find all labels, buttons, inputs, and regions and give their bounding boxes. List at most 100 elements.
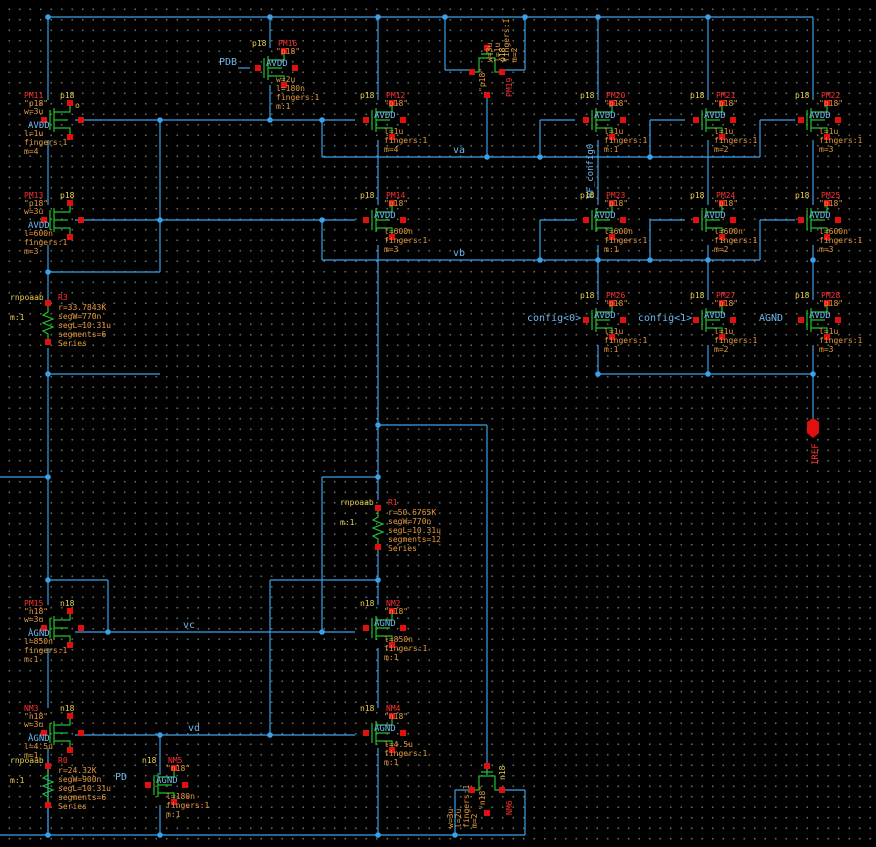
device-sub: p18 xyxy=(580,291,595,300)
resistor-param: segments=6 xyxy=(58,330,106,339)
net-label-vc: vc xyxy=(183,620,195,631)
device-model: "p18" xyxy=(24,199,48,208)
resistor-param: Series xyxy=(388,544,417,553)
device-sub: n18 xyxy=(60,599,75,608)
device-param: w=3u xyxy=(24,207,43,216)
device-param: fingers:1 xyxy=(714,136,758,145)
device-model: "p18" xyxy=(24,99,48,108)
device-sub: p18 xyxy=(580,191,595,200)
device-param: m=2 xyxy=(510,47,519,62)
device-id: PM26 xyxy=(606,291,625,300)
device-param: fingers:1 xyxy=(166,801,210,810)
device-bulk: AVDD xyxy=(28,121,50,131)
device-param: l=600n xyxy=(24,229,53,238)
device-param: l=1u xyxy=(384,127,403,136)
device-id: PM24 xyxy=(716,191,735,200)
resistor-param: segW=770n xyxy=(58,312,102,321)
device-id: NM6 xyxy=(505,800,514,815)
resistor-mult: m:1 xyxy=(340,518,355,527)
device-sub: p18 xyxy=(690,91,705,100)
device-param: fingers:1 xyxy=(604,236,648,245)
device-sub: n18 xyxy=(360,599,375,608)
device-param: fingers:1 xyxy=(819,336,863,345)
device-param: fingers:1 xyxy=(276,93,320,102)
device-param: m:1 xyxy=(276,102,291,111)
device-param: l=1u xyxy=(819,127,838,136)
resistor-param: segL=10.31u xyxy=(388,526,441,535)
device-sub: p18 xyxy=(360,91,375,100)
device-model: "p18" xyxy=(819,299,843,308)
device-param: m=1 xyxy=(24,751,39,760)
device-param: m=2 xyxy=(714,145,729,154)
device-param: m:1 xyxy=(384,653,399,662)
device-sub: p18 xyxy=(795,91,810,100)
net-label-o: o xyxy=(75,101,80,110)
resistor-param: segL=10.31u xyxy=(58,784,111,793)
device-bulk: AVDD xyxy=(704,311,726,321)
device-param: m=4 xyxy=(24,147,39,156)
device-sub: n18 xyxy=(498,765,507,780)
iref-pin[interactable]: IREF xyxy=(807,418,821,465)
junction-dots xyxy=(45,14,816,838)
device-id: PM12 xyxy=(386,91,405,100)
device-param: fingers:1 xyxy=(24,238,68,247)
device-id: PM11 xyxy=(24,91,43,100)
device-bulk: AVDD xyxy=(809,311,831,321)
device-param: fingers:1 xyxy=(384,236,428,245)
device-bulk: AVDD xyxy=(809,111,831,121)
device-param: fingers:1 xyxy=(384,749,428,758)
device-bulk: AVDD xyxy=(594,111,616,121)
resistor-mult: m:1 xyxy=(10,776,25,785)
device-bulk: AVDD xyxy=(266,59,288,69)
device-param: w=3u xyxy=(446,809,455,828)
device-id: NM5 xyxy=(168,756,183,765)
device-id: PM15 xyxy=(24,599,43,608)
device-param: fingers:1 xyxy=(24,138,68,147)
device-param: m=2 xyxy=(714,345,729,354)
device-param: m=2 xyxy=(714,245,729,254)
device-model: "p18" xyxy=(819,199,843,208)
device-param: m=4 xyxy=(384,145,399,154)
resistor-model: rnpoaab xyxy=(340,498,374,507)
device-id: NM3 xyxy=(24,704,39,713)
device-model: "p18" xyxy=(714,299,738,308)
device-id: PM20 xyxy=(606,91,625,100)
pin-label-pd: PD xyxy=(115,772,127,783)
device-param: w=3u xyxy=(485,43,494,62)
device-model: "p18" xyxy=(604,99,628,108)
device-model: "p18" xyxy=(276,47,300,56)
resistor-param: segW=900n xyxy=(58,775,102,784)
iref-label: IREF xyxy=(811,443,821,465)
device-sub: p18 xyxy=(360,191,375,200)
device-param: m=3 xyxy=(384,245,399,254)
net-label-va: va xyxy=(453,145,465,156)
device-param: fingers:1 xyxy=(24,646,68,655)
